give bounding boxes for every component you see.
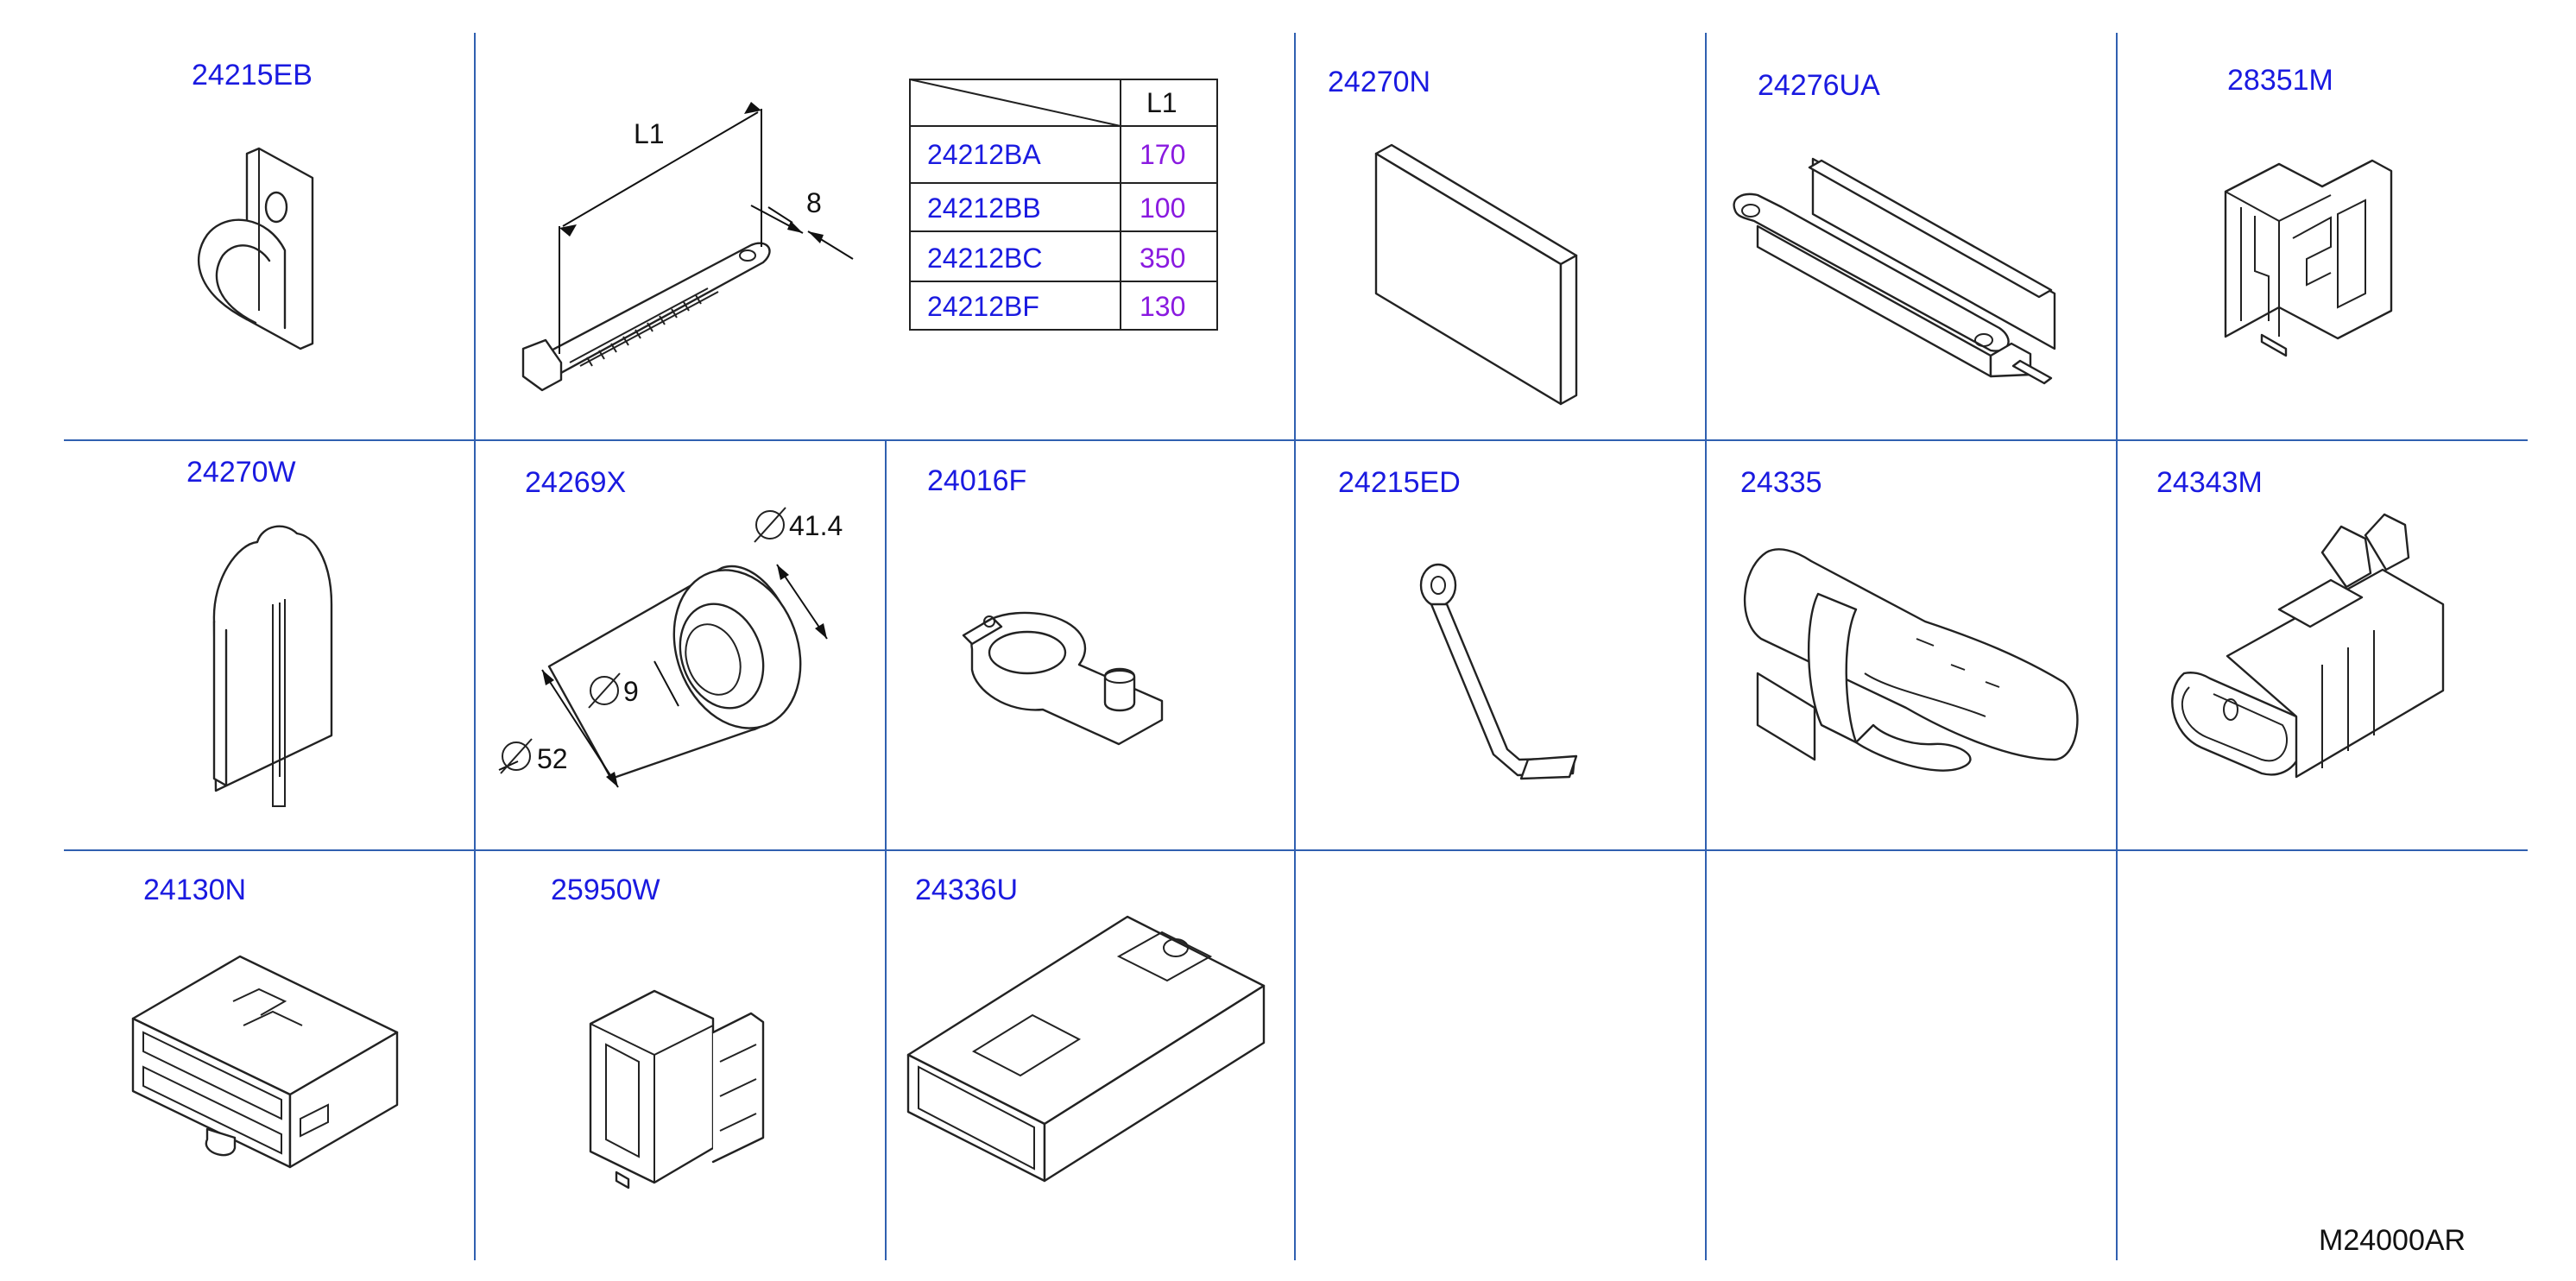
part-label[interactable]: 28351M xyxy=(2227,64,2333,97)
grommet-dim-d1: 41.4 xyxy=(789,510,843,541)
part-cell-28351m[interactable]: 28351M xyxy=(2224,64,2393,357)
channel-drawing xyxy=(1733,157,2056,385)
tie-table: L1 24212BA 170 24212BB 100 24212BC 350 2… xyxy=(909,79,1218,331)
part-label[interactable]: 24215EB xyxy=(192,59,313,92)
part-cell-24215ed[interactable]: 24215ED xyxy=(1338,466,1578,780)
part-cell-24336u[interactable]: 24336U xyxy=(906,874,1266,1183)
part-cell-24130n[interactable]: 24130N xyxy=(131,874,399,1169)
grommet-dim-d3: 52 xyxy=(537,743,568,774)
part-label[interactable]: 24215ED xyxy=(1338,466,1461,499)
connector2-drawing xyxy=(2171,513,2445,779)
part-label[interactable]: 24270N xyxy=(1328,66,1430,98)
table-part[interactable]: 24212BB xyxy=(927,192,1041,224)
part-cell-24276ua[interactable]: 24276UA xyxy=(1733,69,2056,385)
cable-tie-drawing: L1 8 xyxy=(521,102,854,392)
table-value: 350 xyxy=(1140,243,1185,274)
part-cell-24270n[interactable]: 24270N xyxy=(1328,66,1578,406)
part-cell-24335[interactable]: 24335 xyxy=(1740,466,2079,772)
strap-drawing xyxy=(1419,563,1578,780)
junction-drawing xyxy=(906,915,1266,1183)
part-label[interactable]: 24270W xyxy=(186,456,296,489)
tie-length-label: L1 xyxy=(634,118,665,149)
harness-drawing xyxy=(1744,548,2079,772)
block-connector-drawing xyxy=(131,955,399,1169)
table-part[interactable]: 24212BF xyxy=(927,291,1039,322)
table-value: 170 xyxy=(1140,139,1185,170)
part-label[interactable]: 25950W xyxy=(551,874,660,906)
part-cell-24270w[interactable]: 24270W xyxy=(186,456,333,807)
part-label[interactable]: 24276UA xyxy=(1758,69,1880,102)
part-cell-24343m[interactable]: 24343M xyxy=(2156,466,2445,779)
clip-drawing xyxy=(212,525,333,807)
clamp-drawing xyxy=(197,147,314,350)
tie-width-label: 8 xyxy=(806,187,822,218)
connector-drawing xyxy=(2224,159,2393,357)
table-value: 100 xyxy=(1140,192,1185,224)
table-part[interactable]: 24212BC xyxy=(927,243,1042,274)
part-cell-24269x[interactable]: 24269X 52 9 41.4 xyxy=(498,466,843,788)
part-label[interactable]: 24343M xyxy=(2156,466,2263,499)
part-cell-24215eb[interactable]: 24215EB xyxy=(192,59,314,350)
part-label[interactable]: 24130N xyxy=(143,874,246,906)
table-part[interactable]: 24212BA xyxy=(927,139,1041,170)
pad-drawing xyxy=(1374,143,1578,406)
diagram-code: M24000AR xyxy=(2319,1224,2466,1257)
terminal-drawing xyxy=(962,611,1164,746)
relay-drawing xyxy=(589,989,765,1190)
part-label[interactable]: 24016F xyxy=(927,464,1026,497)
part-label[interactable]: 24336U xyxy=(915,874,1018,906)
part-label[interactable]: 24335 xyxy=(1740,466,1822,499)
part-cell-cable-tie[interactable]: L1 8 L1 24212BA 170 24212BB 100 24212BC … xyxy=(521,79,1218,392)
grommet-drawing: 52 9 41.4 xyxy=(498,507,843,788)
part-label[interactable]: 24269X xyxy=(525,466,626,499)
part-cell-25950w[interactable]: 25950W xyxy=(551,874,765,1190)
table-header: L1 xyxy=(1146,87,1178,118)
grommet-dim-d2: 9 xyxy=(623,676,639,707)
table-value: 130 xyxy=(1140,291,1185,322)
grid-lines xyxy=(64,33,2528,1260)
part-cell-24016f[interactable]: 24016F xyxy=(927,464,1164,746)
